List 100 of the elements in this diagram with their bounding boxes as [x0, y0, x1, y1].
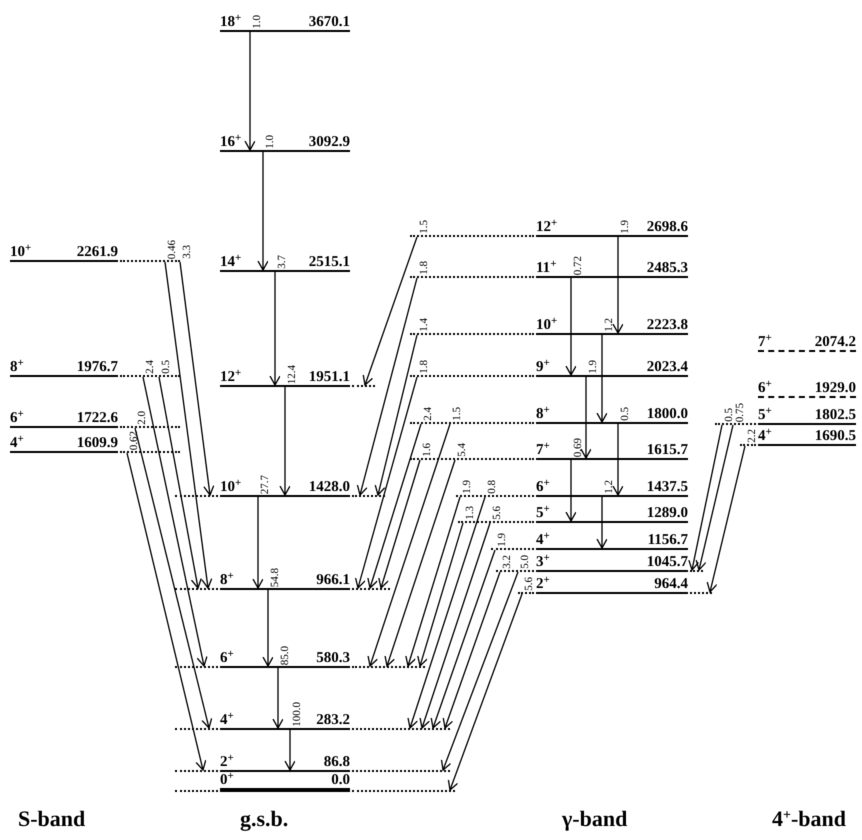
- spin-parity-label: 6$^{+}$: [220, 650, 234, 666]
- energy-level: [10, 433, 180, 453]
- transition-arrow: [612, 424, 624, 496]
- transition-arrow: [244, 32, 256, 151]
- transition-arrow: [367, 424, 422, 589]
- band-name: g.s.b.: [240, 806, 288, 832]
- energy-value: 2223.8: [646, 317, 688, 333]
- spin-parity-label: 6$^{+}$: [10, 410, 24, 426]
- energy-value: 2261.9: [76, 244, 118, 260]
- band-name: S-band: [18, 806, 86, 832]
- intensity-label: 1.5: [419, 220, 430, 234]
- energy-level: [491, 530, 688, 550]
- transition-arrow: [142, 376, 208, 667]
- spin-parity-label: 14$^{+}$: [220, 254, 242, 270]
- energy-level: [10, 408, 180, 428]
- energy-value: 3092.9: [308, 134, 350, 150]
- intensity-label: 1.6: [422, 443, 433, 457]
- energy-level: [410, 217, 688, 237]
- intensity-label: 85.0: [280, 646, 291, 665]
- intensity-label: 2.2: [747, 429, 758, 443]
- transition-arrow: [262, 590, 274, 667]
- energy-value: 1951.1: [308, 369, 350, 385]
- spin-parity-label: 16$^{+}$: [220, 134, 242, 150]
- spin-parity-label: 5$^{+}$: [536, 505, 550, 521]
- energy-level: [220, 12, 350, 32]
- intensity-label: 1.4: [419, 318, 430, 332]
- intensity-label: 1.9: [588, 360, 599, 374]
- energy-level: [410, 315, 688, 335]
- energy-level: [496, 552, 703, 572]
- transition-arrow: [126, 452, 206, 771]
- energy-value: 1976.7: [76, 359, 118, 375]
- spin-parity-label: 4$^{+}$: [10, 435, 24, 451]
- intensity-label: 0.5: [161, 360, 172, 374]
- energy-level: [175, 477, 385, 497]
- spin-parity-label: 8$^{+}$: [536, 406, 550, 422]
- transition-arrow: [580, 377, 592, 459]
- transition-arrow: [442, 572, 501, 729]
- spin-parity-label: 4$^{+}$: [536, 532, 550, 548]
- energy-level: [220, 132, 350, 152]
- spin-parity-label: 10$^{+}$: [220, 479, 242, 495]
- energy-value: 1690.5: [814, 428, 856, 444]
- intensity-label: 27.7: [260, 474, 271, 494]
- transition-arrow: [430, 550, 496, 729]
- energy-level: [758, 332, 856, 352]
- spin-parity-label: 3$^{+}$: [536, 554, 550, 570]
- intensity-label: 0.75: [735, 402, 746, 422]
- transition-arrow: [407, 496, 486, 729]
- transition-arrow: [252, 497, 264, 589]
- intensity-label: 1.8: [419, 360, 430, 374]
- energy-level: [220, 367, 375, 387]
- spin-parity-label: 5$^{+}$: [758, 407, 772, 423]
- energy-level: [220, 252, 350, 272]
- transition-arrow: [440, 572, 519, 771]
- transition-arrow: [706, 446, 746, 593]
- spin-parity-label: 2$^{+}$: [220, 754, 234, 770]
- energy-level: [175, 772, 455, 792]
- energy-level: [410, 440, 688, 460]
- energy-value: 1045.7: [646, 554, 688, 570]
- transition-arrow: [405, 496, 461, 667]
- transition-arrow: [356, 278, 418, 496]
- energy-value: 1615.7: [646, 442, 688, 458]
- spin-parity-label: 12$^{+}$: [536, 219, 558, 235]
- intensity-label: 1.2: [604, 480, 615, 494]
- transition-arrow: [179, 262, 214, 496]
- intensity-label: 1.9: [462, 480, 473, 494]
- transition-arrow: [374, 334, 418, 496]
- intensity-label: 2.4: [145, 360, 156, 374]
- intensity-label: 1.9: [620, 220, 631, 234]
- intensity-label: 1.8: [419, 261, 430, 275]
- intensity-label: 1.3: [465, 506, 476, 520]
- band-name: γ-band: [562, 806, 628, 832]
- intensity-label: 54.8: [270, 568, 281, 587]
- transition-arrow: [134, 428, 212, 729]
- intensity-label: 1.5: [452, 407, 463, 421]
- transition-arrow: [158, 376, 202, 589]
- intensity-label: 2.4: [423, 407, 434, 421]
- spin-parity-label: 8$^{+}$: [10, 359, 24, 375]
- spin-parity-label: 7$^{+}$: [536, 442, 550, 458]
- energy-value: 2515.1: [308, 254, 350, 270]
- intensity-label: 0.69: [573, 438, 584, 457]
- intensity-label: 0.5: [620, 407, 631, 421]
- transition-arrow: [284, 730, 296, 771]
- spin-parity-label: 9$^{+}$: [536, 359, 550, 375]
- intensity-label: 0.8: [487, 480, 498, 494]
- intensity-label: 1.9: [497, 533, 508, 547]
- intensity-label: 0.5: [724, 408, 735, 422]
- energy-value: 2074.2: [814, 334, 856, 350]
- spin-parity-label: 12$^{+}$: [220, 369, 242, 385]
- transition-arrow: [269, 272, 281, 386]
- transition-arrow: [367, 424, 451, 667]
- spin-parity-label: 0$^{+}$: [220, 772, 234, 788]
- intensity-label: 0.72: [573, 256, 584, 275]
- spin-parity-label: 10$^{+}$: [536, 317, 558, 333]
- transition-arrow: [448, 594, 523, 791]
- energy-value: 1802.5: [814, 407, 856, 423]
- transition-arrow: [688, 424, 723, 571]
- energy-level: [410, 357, 688, 377]
- energy-value: 2485.3: [646, 260, 688, 276]
- energy-value: 1929.0: [814, 380, 856, 396]
- transition-arrow: [279, 387, 291, 496]
